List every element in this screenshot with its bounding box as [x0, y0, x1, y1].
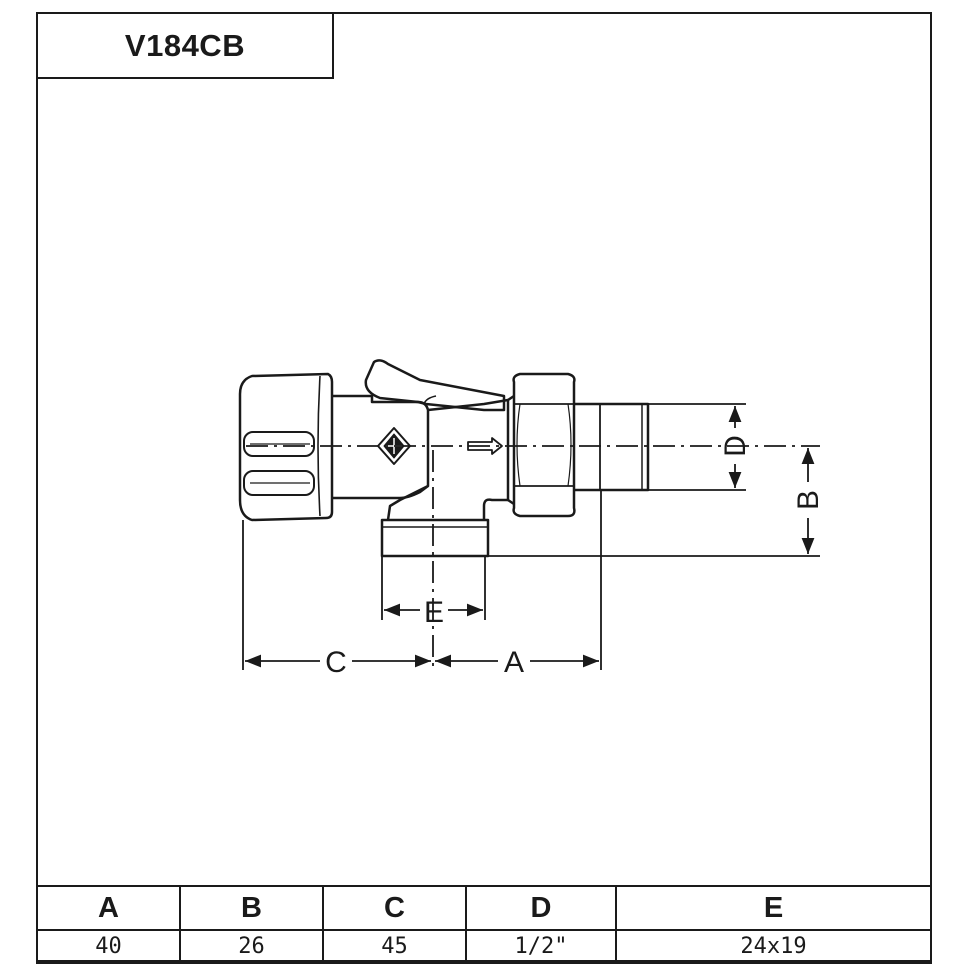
dim-label-c: C [325, 646, 347, 679]
tail-pipe [574, 402, 650, 492]
handwheel-inner-edge [317, 375, 321, 517]
tee-body [386, 398, 510, 521]
product-code: V184CB [124, 27, 246, 63]
dim-label-a: A [504, 646, 524, 679]
header-cell-e: E [615, 885, 932, 931]
dim-label-d: D [719, 435, 752, 457]
value-cell-c: 45 [322, 929, 467, 964]
grip-slot-upper [243, 431, 315, 457]
dim-label-e: E [424, 596, 444, 629]
lever-handle [364, 359, 506, 412]
value-cell-b: 26 [179, 929, 324, 964]
header-cell-b: B [179, 885, 324, 931]
value-cell-a: 40 [36, 929, 181, 964]
title-box: V184CB [36, 12, 334, 79]
flow-arrow [467, 437, 503, 455]
header-cell-a: A [36, 885, 181, 931]
handwheel-cap [238, 372, 334, 522]
brand-logo-diamond [377, 427, 411, 465]
dimension-table-value-row: 40 26 45 1/2" 24x19 [36, 929, 932, 964]
dimension-table: A B C D E 40 26 45 1/2" 24x19 [36, 885, 932, 964]
grip-slot-lower [243, 470, 315, 496]
header-cell-d: D [465, 885, 617, 931]
union-nut [512, 372, 576, 518]
dimension-table-header-row: A B C D E [36, 885, 932, 931]
header-cell-c: C [322, 885, 467, 931]
value-cell-d: 1/2" [465, 929, 617, 964]
dim-label-b: B [792, 490, 825, 510]
value-cell-e: 24x19 [615, 929, 932, 964]
bottom-outlet [380, 518, 490, 558]
